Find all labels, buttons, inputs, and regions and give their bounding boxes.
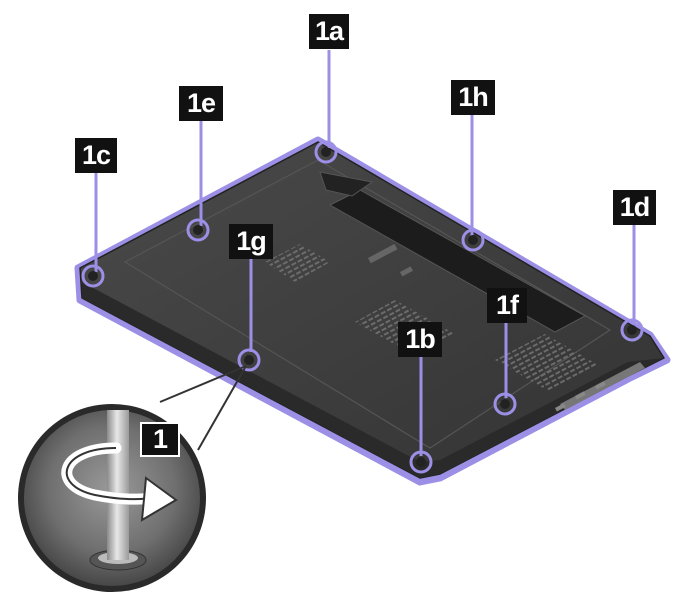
screw-icon [620,318,644,342]
vent-grille-right [495,334,600,392]
screw-icon [186,218,210,242]
screwdriver-icon [107,410,129,560]
callout-1b: 1b [398,322,442,357]
callout-1e: 1e [179,86,223,121]
zoom-pointer-lines [159,365,247,451]
screw-icon [237,348,261,372]
screw-icon [81,264,105,288]
screw-icon [409,450,433,474]
screw-icon [461,228,485,252]
screws [81,140,644,474]
rotate-arrow-icon [61,442,178,522]
leader-lines [94,50,636,456]
vent-grille-left [265,244,330,282]
panel-seam [123,159,612,449]
dock-connector [368,243,413,277]
screw-icon [493,392,517,416]
callout-1f: 1f [487,288,527,323]
step-number-label: 1 [140,422,180,457]
callout-1c: 1c [75,138,117,173]
base-cover-edge [82,282,664,478]
callout-1a: 1a [309,14,349,49]
base-cover-outline [74,136,671,486]
screw-icon [314,140,338,164]
callout-1g: 1g [229,224,273,259]
battery-latch [319,171,374,197]
callout-1d: 1d [613,190,656,225]
callout-1h: 1h [451,80,495,115]
